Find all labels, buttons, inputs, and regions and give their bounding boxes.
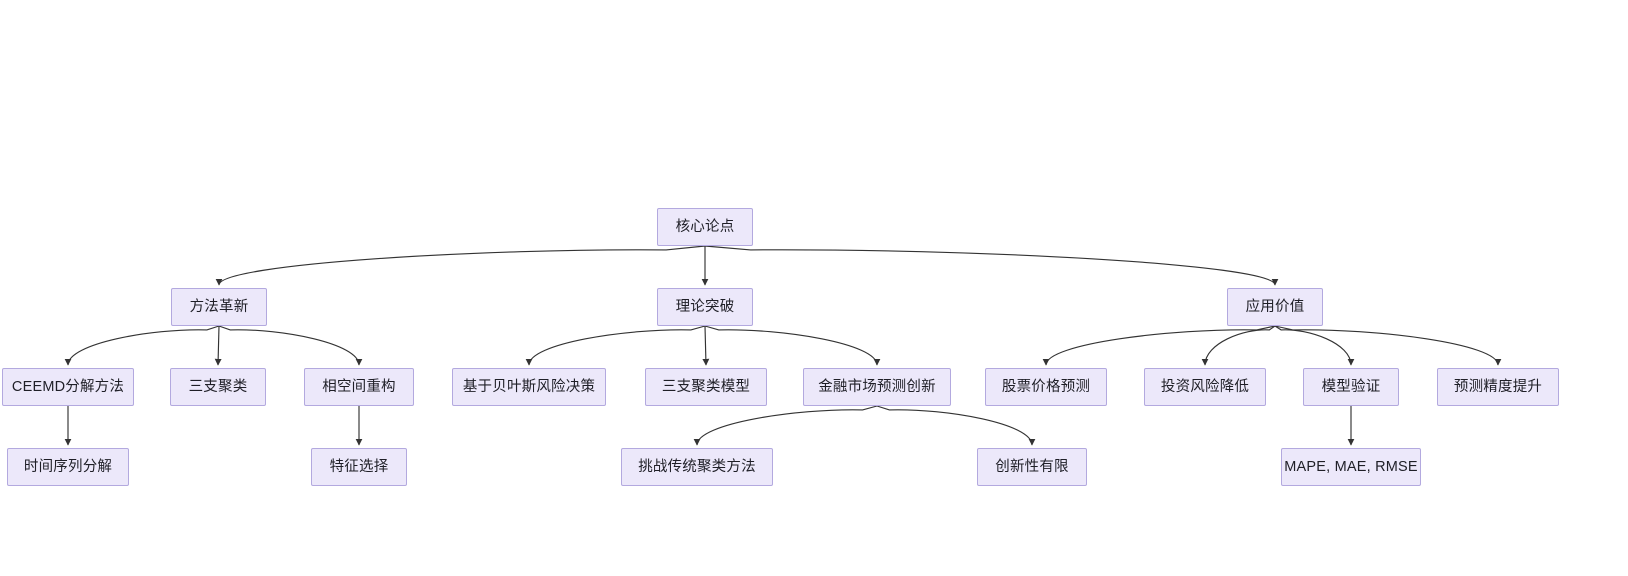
node-l2a[interactable]: 方法革新	[171, 288, 267, 326]
edge-l3f-to-l4c	[693, 405, 878, 446]
node-l3e[interactable]: 三支聚类模型	[645, 368, 767, 406]
edge-l3f-to-l4d	[876, 405, 1036, 446]
node-label: MAPE, MAE, RMSE	[1284, 458, 1418, 475]
node-label: 相空间重构	[322, 378, 396, 395]
node-label: 金融市场预测创新	[818, 378, 936, 395]
node-l2c[interactable]: 应用价值	[1227, 288, 1323, 326]
node-l3b[interactable]: 三支聚类	[170, 368, 266, 406]
edge-l2a-to-l3a	[64, 325, 220, 366]
node-label: 创新性有限	[995, 458, 1069, 475]
node-l4a[interactable]: 时间序列分解	[7, 448, 129, 486]
node-l3j[interactable]: 预测精度提升	[1437, 368, 1559, 406]
node-l3h[interactable]: 投资风险降低	[1144, 368, 1266, 406]
edge-root-to-l2c	[704, 245, 1279, 286]
edge-l2b-to-l3d	[525, 325, 706, 366]
node-label: 三支聚类	[188, 378, 248, 395]
node-label: 模型验证	[1321, 378, 1381, 395]
node-label: 应用价值	[1245, 298, 1305, 315]
node-label: 预测精度提升	[1453, 378, 1543, 395]
node-label: 核心论点	[675, 218, 735, 235]
node-label: 投资风险降低	[1160, 378, 1250, 395]
node-l3d[interactable]: 基于贝叶斯风险决策	[452, 368, 606, 406]
node-label: 方法革新	[189, 298, 249, 315]
node-root[interactable]: 核心论点	[657, 208, 753, 246]
node-l2b[interactable]: 理论突破	[657, 288, 753, 326]
edge-l2c-to-l3h	[1201, 325, 1276, 366]
node-label: 特征选择	[329, 458, 389, 475]
node-l3g[interactable]: 股票价格预测	[985, 368, 1107, 406]
edge-l2b-to-l3e	[702, 325, 710, 366]
node-label: 股票价格预测	[1001, 378, 1091, 395]
node-l3i[interactable]: 模型验证	[1303, 368, 1399, 406]
node-label: 理论突破	[675, 298, 735, 315]
node-label: 挑战传统聚类方法	[638, 458, 756, 475]
edge-l2c-to-l3g	[1042, 325, 1276, 366]
node-l4e[interactable]: MAPE, MAE, RMSE	[1281, 448, 1421, 486]
node-l4d[interactable]: 创新性有限	[977, 448, 1087, 486]
edge-l2b-to-l3f	[704, 325, 881, 366]
node-l4b[interactable]: 特征选择	[311, 448, 407, 486]
edge-root-to-l2a	[215, 245, 706, 286]
node-label: 基于贝叶斯风险决策	[462, 378, 596, 395]
edge-l2c-to-l3i	[1274, 325, 1355, 366]
edge-l2c-to-l3j	[1274, 325, 1502, 366]
node-l3c[interactable]: 相空间重构	[304, 368, 414, 406]
node-label: 三支聚类模型	[661, 378, 751, 395]
node-l4c[interactable]: 挑战传统聚类方法	[621, 448, 773, 486]
node-label: CEEMD分解方法	[11, 378, 125, 395]
edges-group	[64, 245, 1502, 446]
edge-l2a-to-l3c	[218, 325, 363, 366]
node-l3f[interactable]: 金融市场预测创新	[803, 368, 951, 406]
node-l3a[interactable]: CEEMD分解方法	[2, 368, 134, 406]
edge-l2a-to-l3b	[214, 325, 222, 366]
node-label: 时间序列分解	[23, 458, 113, 475]
